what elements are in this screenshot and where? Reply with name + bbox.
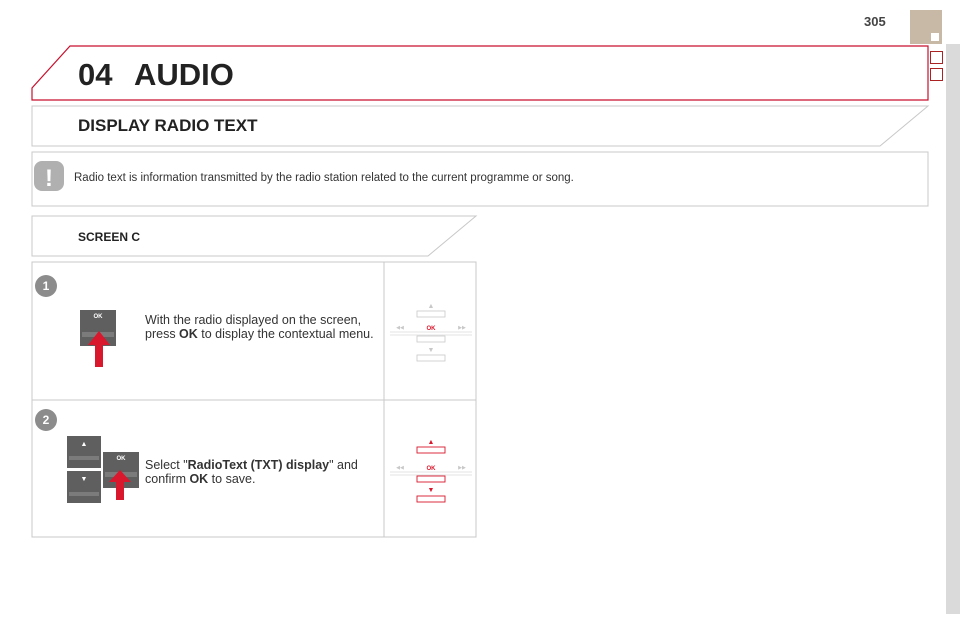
step-2-number: 2: [35, 409, 57, 431]
controller-up-arrow-2: ▲: [428, 439, 435, 446]
ok-button-label-2: OK: [116, 456, 126, 462]
step-1-text: With the radio displayed on the screen, …: [145, 313, 374, 341]
side-square-1: [930, 51, 943, 64]
controller-up-arrow-1: ▲: [428, 303, 435, 310]
press-arrow-icon-2: [109, 470, 131, 500]
right-margin-bar: [946, 44, 960, 614]
section-title: DISPLAY RADIO TEXT: [78, 116, 258, 135]
page-number: 305: [864, 14, 886, 29]
controller-down-arrow-2: ▼: [428, 487, 435, 494]
warning-icon: !: [34, 161, 64, 192]
controller-diagram-1: ▲ ◀◀ OK ▶▶ ▼: [390, 303, 472, 362]
press-arrow-icon-1: [88, 331, 110, 367]
controller-ok-2: OK: [427, 466, 437, 472]
note-frame: [31, 151, 929, 207]
section-title-frame: [31, 105, 930, 147]
up-down-button-illustration: ▲ ▼: [67, 436, 101, 503]
warning-symbol: !: [45, 165, 53, 192]
side-square-2: [930, 68, 943, 81]
ok-button-label-1: OK: [93, 314, 103, 320]
controller-left-arrows-2: ◀◀: [396, 465, 404, 471]
chapter-header-frame: [31, 45, 929, 101]
chapter-tab: [910, 10, 942, 44]
up-button-icon: ▲: [80, 441, 88, 448]
controller-down-arrow-1: ▼: [428, 347, 435, 354]
controller-right-arrows-1: ▶▶: [458, 325, 466, 331]
controller-left-arrows-1: ◀◀: [396, 325, 404, 331]
controller-diagram-2: ▲ ◀◀ OK ▶▶ ▼: [390, 439, 472, 503]
step-1-number: 1: [35, 275, 57, 297]
down-button-icon: ▼: [80, 476, 88, 483]
chapter-title: AUDIO: [134, 57, 234, 92]
screen-label-frame: [31, 215, 478, 257]
screen-label: SCREEN C: [78, 230, 141, 244]
note-text: Radio text is information transmitted by…: [74, 172, 574, 184]
chapter-number: 04: [78, 57, 113, 92]
controller-ok-1: OK: [427, 326, 437, 332]
step-2-text: Select "RadioText (TXT) display" and con…: [145, 458, 358, 486]
controller-right-arrows-2: ▶▶: [458, 465, 466, 471]
